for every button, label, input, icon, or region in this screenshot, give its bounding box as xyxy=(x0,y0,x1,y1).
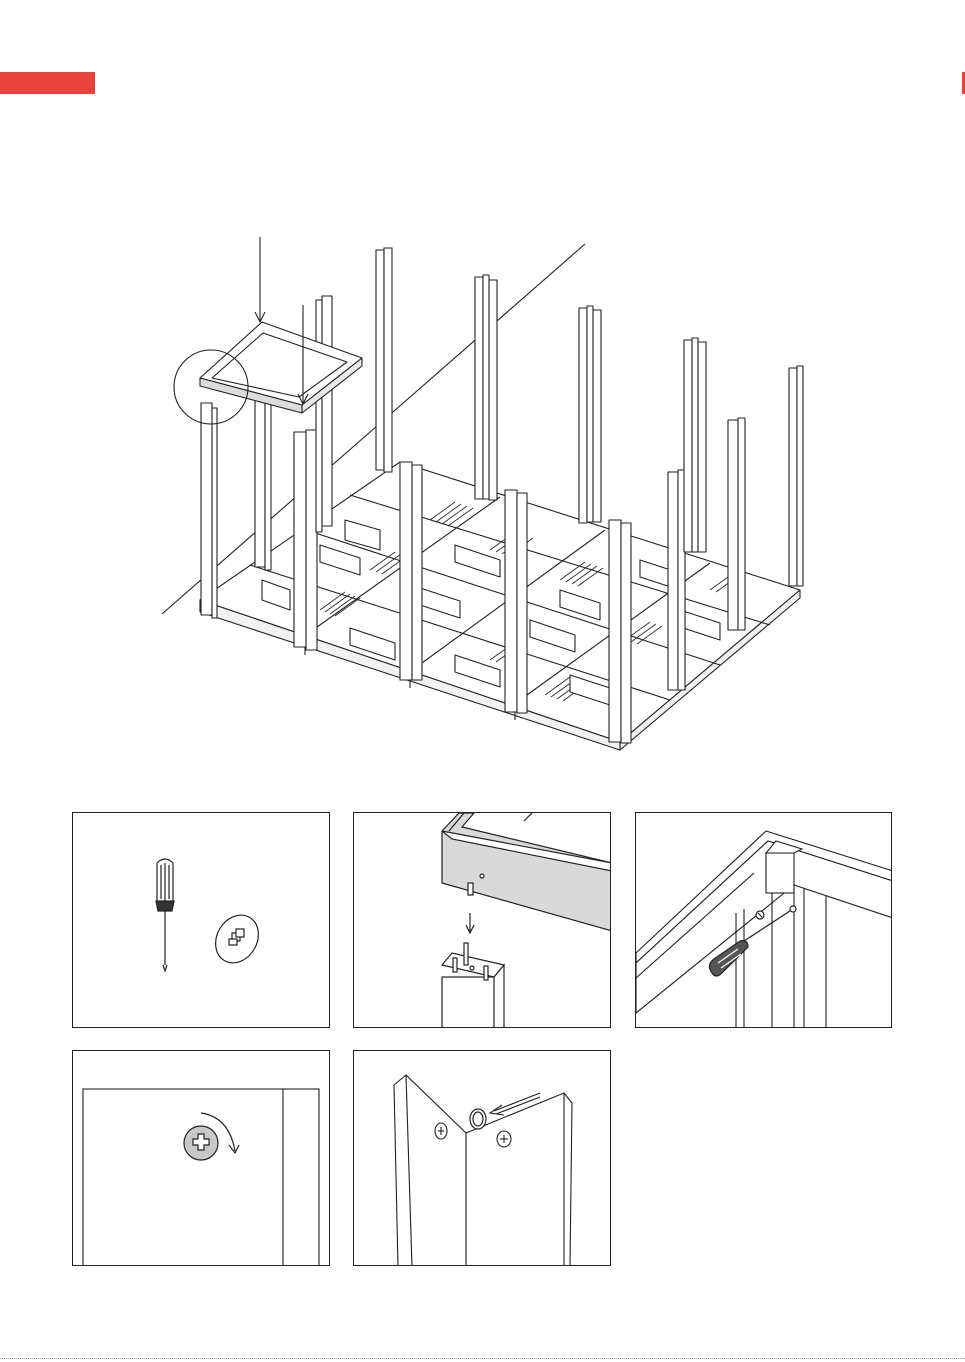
frame-corner xyxy=(636,831,892,1028)
screw-cover-cap-icon xyxy=(470,1109,486,1129)
panel-board xyxy=(83,1089,319,1266)
top-frame xyxy=(200,322,362,413)
assembly-illustration xyxy=(0,0,965,790)
wall-board xyxy=(394,1075,572,1266)
cover-caps-panel xyxy=(353,1050,611,1266)
screw-frame-panel xyxy=(635,812,892,1028)
tools-panel xyxy=(72,812,330,1028)
page-bottom-rule xyxy=(0,1358,965,1359)
phillips-screw-icon xyxy=(756,911,764,919)
frame-onto-post-panel xyxy=(353,812,611,1028)
phillips-screwdriver-icon xyxy=(156,859,174,971)
frame-beam xyxy=(442,813,611,931)
base-floor xyxy=(200,462,800,750)
tighten-screw-panel xyxy=(72,1050,330,1266)
post-top xyxy=(442,943,504,1028)
phillips-screw-icon xyxy=(184,1126,218,1160)
screw-cover-cap-icon xyxy=(207,907,267,970)
